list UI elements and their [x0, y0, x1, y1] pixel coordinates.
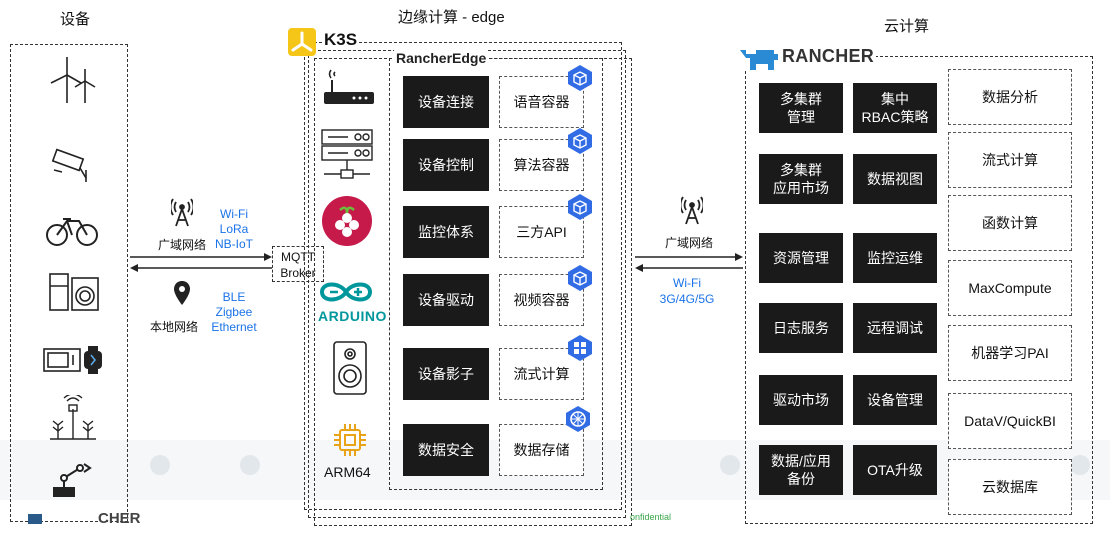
watermark-logo-icon	[28, 514, 42, 524]
watermark-text: CHER	[98, 510, 141, 527]
cloud-block-data-view: 数据视图	[853, 154, 937, 204]
protocol-zigbee: Zigbee	[215, 305, 253, 319]
arduino-logo-icon	[319, 282, 373, 302]
cloud-block-multicluster-mgmt: 多集群 管理	[759, 83, 843, 133]
cloud-service-maxcompute: MaxCompute	[948, 260, 1072, 316]
edge-third-party-api: 三方API	[499, 206, 584, 258]
local-protocols: BLE Zigbee Ethernet	[208, 290, 260, 335]
arduino-label: ARDUINO	[318, 308, 387, 324]
cloud-block-log-service: 日志服务	[759, 303, 843, 353]
antenna-icon	[681, 196, 703, 225]
edge-data-storage: 数据存储	[499, 424, 584, 476]
devices-panel	[10, 44, 128, 522]
raspberry-pi-icon	[322, 196, 372, 246]
cloud-block-backup: 数据/应用 备份	[759, 445, 843, 495]
cloud-service-data-analysis: 数据分析	[948, 69, 1072, 125]
device-edge-arrows	[130, 253, 272, 272]
edge-container-algorithm: 算法容器	[499, 139, 584, 191]
edge-block-data-security: 数据安全	[403, 424, 489, 476]
edge-title: 边缘计算 - edge	[398, 9, 505, 26]
cloud-link-protocols: Wi-Fi 3G/4G/5G	[655, 276, 719, 307]
edge-block-device-connect: 设备连接	[403, 76, 489, 128]
cloud-service-stream-compute: 流式计算	[948, 132, 1072, 188]
background-dot	[1070, 455, 1090, 475]
mqtt-line2: Broker	[280, 266, 316, 281]
wide-network-label: 广域网络	[158, 238, 207, 252]
edge-stream-compute: 流式计算	[499, 348, 584, 400]
mqtt-broker: MQTT Broker	[272, 246, 324, 282]
cloud-block-remote-debug: 远程调试	[853, 303, 937, 353]
wide-protocols: Wi-Fi LoRa NB-IoT	[210, 207, 258, 252]
cloud-service-database: 云数据库	[948, 459, 1072, 515]
k8s-deployment-icon	[568, 335, 592, 361]
edge-block-device-shadow: 设备影子	[403, 348, 489, 400]
k8s-pod-icon	[568, 194, 592, 220]
speaker-icon	[333, 341, 367, 395]
cloud-block-resource-mgmt: 资源管理	[759, 233, 843, 283]
cloud-block-app-market: 多集群 应用市场	[759, 154, 843, 204]
cloud-service-pai: 机器学习PAI	[948, 325, 1072, 381]
k8s-storage-icon	[566, 406, 590, 432]
k8s-pod-icon	[568, 265, 592, 291]
cloud-protocol-cellular: 3G/4G/5G	[659, 291, 715, 306]
protocol-nbiot: NB-IoT	[214, 237, 253, 251]
robot-arm-icon	[53, 463, 92, 497]
cloud-block-ota: OTA升级	[853, 445, 937, 495]
edge-panel	[304, 42, 622, 510]
edge-block-device-control: 设备控制	[403, 139, 489, 191]
edge-cloud-arrows	[635, 253, 743, 272]
cloud-block-rbac: 集中 RBAC策略	[853, 83, 937, 133]
cloud-service-datav: DataV/QuickBI	[948, 393, 1072, 449]
background-dot	[150, 455, 170, 475]
agriculture-sensor-icon	[50, 395, 96, 440]
antenna-icon	[171, 198, 193, 227]
background-dot	[240, 455, 260, 475]
cloud-block-device-mgmt: 设备管理	[853, 375, 937, 425]
cloud-block-monitoring-ops: 监控运维	[853, 233, 937, 283]
edge-block-monitoring: 监控体系	[403, 206, 489, 258]
cloud-service-function-compute: 函数计算	[948, 195, 1072, 251]
arm-chip-icon	[334, 424, 366, 456]
cloud-title: 云计算	[884, 18, 930, 35]
k3s-logo-icon	[288, 28, 316, 56]
protocol-ethernet: Ethernet	[211, 320, 257, 334]
k8s-pod-icon	[568, 65, 592, 91]
devices-title: 设备	[60, 11, 91, 28]
rancher-edge-label: RancherEdge	[394, 50, 489, 66]
k3s-label: K3S	[322, 30, 360, 50]
microwave-watch-icon	[43, 346, 102, 374]
local-network-label: 本地网络	[150, 320, 199, 334]
protocol-wifi: Wi-Fi	[220, 207, 248, 221]
cloud-panel	[745, 56, 1093, 524]
rancher-logo-text: RANCHER	[780, 46, 877, 67]
wind-turbine-icon	[50, 57, 96, 103]
rancher-logo-icon	[738, 46, 780, 70]
cloud-protocol-wifi: Wi-Fi	[673, 276, 701, 290]
k8s-pod-icon	[568, 128, 592, 154]
location-pin-icon	[174, 281, 190, 305]
protocol-ble: BLE	[222, 290, 246, 304]
security-camera-icon	[51, 148, 87, 182]
confidential-text: onfidential	[630, 512, 672, 522]
bicycle-icon	[46, 218, 98, 246]
cloud-block-driver-market: 驱动市场	[759, 375, 843, 425]
mqtt-line1: MQTT	[281, 250, 315, 264]
cloud-link-label: 广域网络	[665, 236, 714, 250]
server-icon	[321, 129, 373, 179]
background-dot	[720, 455, 740, 475]
router-icon	[324, 69, 374, 104]
protocol-lora: LoRa	[219, 222, 249, 236]
appliances-icon	[49, 273, 99, 311]
edge-block-device-driver: 设备驱动	[403, 274, 489, 326]
arm64-label: ARM64	[324, 464, 371, 480]
rancher-edge-panel	[389, 58, 603, 490]
